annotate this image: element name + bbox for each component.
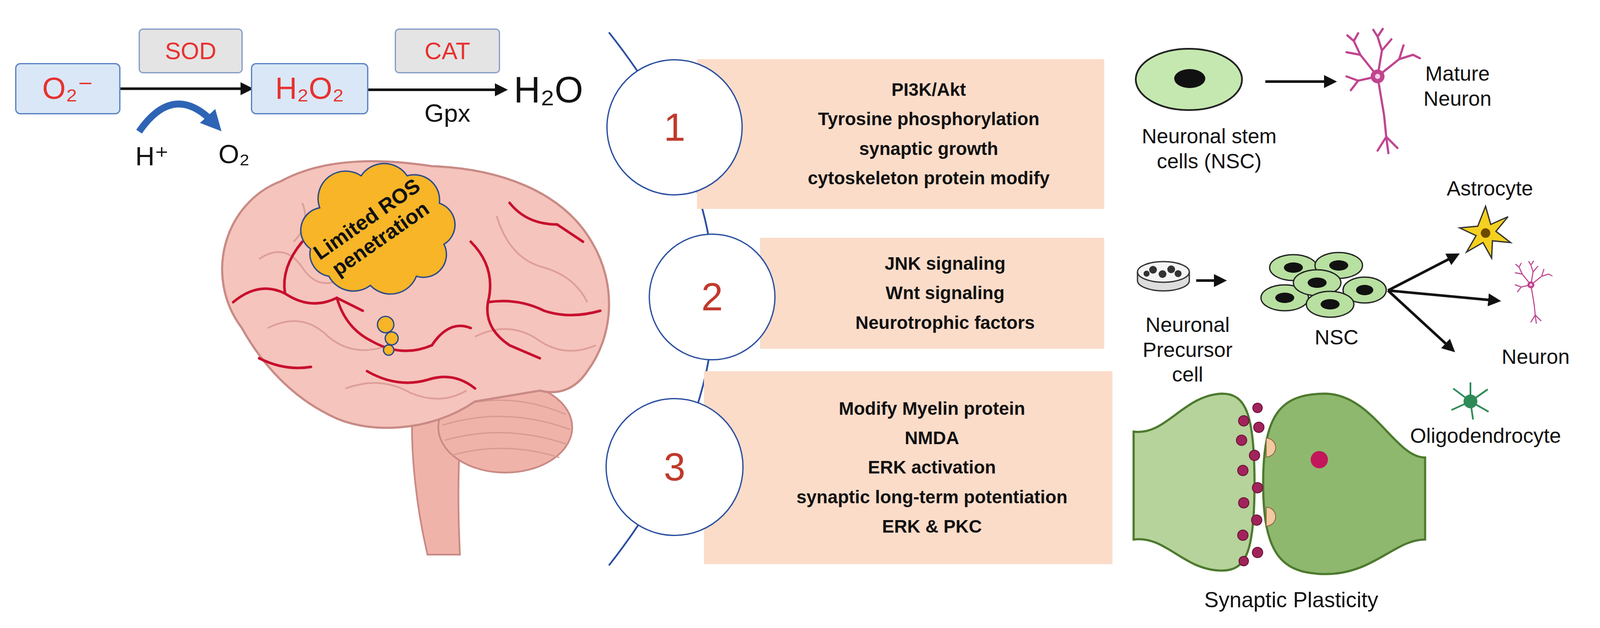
node-text: Neurotrophic factors bbox=[855, 308, 1035, 338]
petri-dish bbox=[1137, 261, 1190, 292]
reaction-arrow bbox=[120, 87, 251, 91]
node-text: cytoskeleton protein modify bbox=[807, 163, 1050, 194]
text-label: Gpx bbox=[424, 98, 471, 129]
text-label: H⁺ bbox=[135, 140, 169, 173]
proton-arrow bbox=[139, 104, 216, 132]
node-text: SOD bbox=[164, 38, 217, 65]
node-text: O₂⁻ bbox=[42, 72, 94, 106]
node-text: Modify Myelin protein bbox=[838, 394, 1026, 424]
molecule-box: O₂⁻ bbox=[15, 63, 121, 115]
brain-illustration bbox=[221, 161, 609, 555]
enzyme-box: CAT bbox=[394, 28, 501, 74]
node-text: ERK activation bbox=[868, 453, 996, 483]
node-text: JNK signaling bbox=[884, 249, 1006, 279]
node-text: H₂O₂ bbox=[275, 72, 344, 106]
text-label: Oligodendrocyte bbox=[1409, 423, 1562, 449]
node-text: synaptic growth bbox=[858, 134, 999, 164]
stem-cell bbox=[1135, 48, 1242, 111]
step-circle: 3 bbox=[605, 398, 744, 537]
fate-arrows bbox=[1387, 254, 1499, 351]
node-text: ERK & PKC bbox=[881, 512, 982, 542]
text-label: Mature Neuron bbox=[1401, 61, 1514, 111]
node-text: PI3K/Akt bbox=[891, 75, 967, 105]
mechanism-box: Modify Myelin proteinNMDAERK activations… bbox=[703, 371, 1113, 565]
enzyme-box: SOD bbox=[138, 28, 243, 74]
text-label: Neuronal stem cells (NSC) bbox=[1122, 123, 1296, 174]
node-text: synaptic long-term potentiation bbox=[796, 482, 1068, 513]
astrocyte bbox=[1459, 206, 1511, 259]
text-label: Neuronal Precursor cell bbox=[1127, 312, 1249, 388]
thought-cloud: Limited ROS penetration bbox=[282, 157, 465, 301]
node-text: CAT bbox=[424, 38, 471, 65]
text-label: H₂O bbox=[513, 67, 584, 112]
arrow bbox=[1196, 279, 1225, 282]
node-text: NMDA bbox=[904, 423, 960, 454]
mechanism-box: JNK signalingWnt signalingNeurotrophic f… bbox=[760, 237, 1105, 349]
step-circle: 2 bbox=[648, 233, 776, 361]
step-circle: 1 bbox=[606, 59, 743, 196]
text-label: NSC bbox=[1314, 325, 1359, 351]
molecule-box: H₂O₂ bbox=[250, 63, 369, 115]
neuron bbox=[1515, 261, 1553, 324]
node-text: Wnt signaling bbox=[885, 278, 1005, 308]
text-label: Astrocyte bbox=[1446, 176, 1534, 202]
callout-number: 1 bbox=[663, 107, 686, 147]
node-text: Tyrosine phosphorylation bbox=[817, 104, 1040, 134]
nsc-cluster bbox=[1260, 252, 1387, 318]
mechanism-box: PI3K/AktTyrosine phosphorylationsynaptic… bbox=[697, 59, 1105, 210]
reaction-arrow bbox=[368, 88, 506, 92]
text-label: Neuron bbox=[1501, 344, 1570, 370]
cloud-shape bbox=[300, 163, 455, 295]
callout-number: 3 bbox=[663, 447, 686, 487]
mature-neuron bbox=[1346, 28, 1420, 154]
text-label: Synaptic Plasticity bbox=[1204, 587, 1379, 614]
oligodendrocyte bbox=[1451, 382, 1489, 420]
callout-number: 2 bbox=[701, 277, 723, 317]
differentiation-arrow bbox=[1265, 80, 1335, 83]
synapse bbox=[1133, 393, 1426, 575]
text-label: O₂ bbox=[218, 138, 250, 171]
